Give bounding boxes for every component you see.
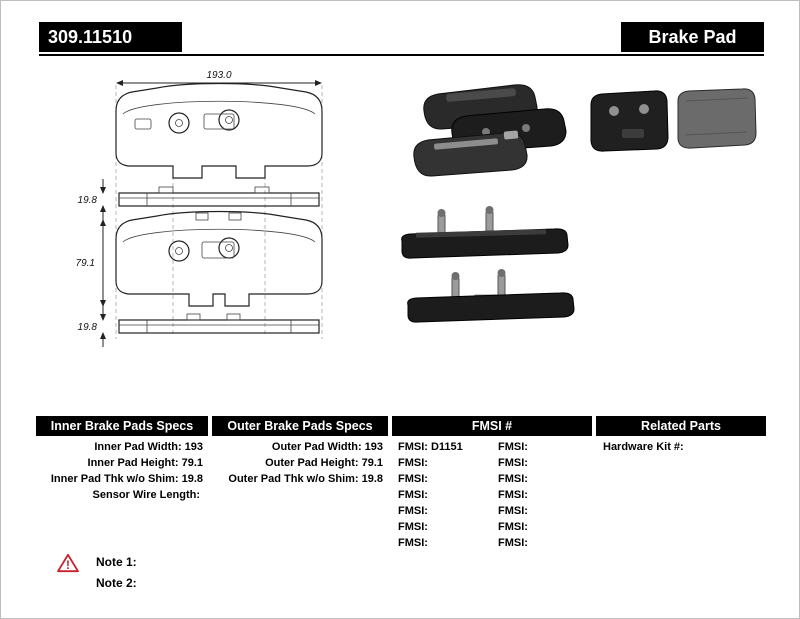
spec-label: FMSI: (498, 489, 528, 501)
fmsi-row: FMSI: (398, 535, 498, 551)
dimension-height-label: 79.1 (76, 258, 95, 269)
note-2: Note 2: (96, 576, 137, 590)
fmsi-row: FMSI: (498, 487, 594, 503)
spec-row-inner-width: Inner Pad Width:193 (36, 439, 203, 455)
warning-glyph: ! (66, 558, 70, 572)
notes-section: ! Note 1: Note 2: (57, 552, 137, 594)
fmsi-row: FMSI:D1151 (398, 439, 498, 455)
dimension-thickness-top: 19.8 (78, 179, 106, 220)
fmsi-row: FMSI: (398, 471, 498, 487)
technical-drawing: 193.0 19.8 79.1 (76, 70, 323, 347)
warning-icon: ! (57, 553, 79, 573)
inner-specs-header: Inner Brake Pads Specs (36, 416, 208, 436)
spec-row-outer-thickness: Outer Pad Thk w/o Shim:19.8 (212, 471, 383, 487)
drawing-front-view-1 (115, 82, 323, 179)
spec-label: Outer Pad Thk w/o Shim: (228, 473, 359, 485)
part-number-badge: 309.11510 (39, 22, 182, 52)
outer-specs-header: Outer Brake Pads Specs (212, 416, 388, 436)
spec-label: Outer Pad Height: (265, 457, 359, 469)
spec-label: Sensor Wire Length: (92, 489, 200, 501)
spec-row-outer-width: Outer Pad Width:193 (212, 439, 383, 455)
fmsi-row: FMSI: (498, 535, 594, 551)
fmsi-row: FMSI: (498, 439, 594, 455)
product-photo-pads-edge-with-pins (401, 206, 575, 323)
spec-label: Outer Pad Width: (271, 441, 362, 453)
spec-label: FMSI: (498, 505, 528, 517)
fmsi-row: FMSI: (398, 455, 498, 471)
dimension-width: 193.0 (116, 70, 322, 86)
note-1: Note 1: (96, 555, 137, 569)
fmsi-table: FMSI # FMSI:D1151 FMSI: FMSI: FMSI: FMSI… (392, 416, 592, 551)
spec-label: FMSI: (498, 441, 528, 453)
spec-label: FMSI: (398, 489, 428, 501)
drawing-front-view-2 (115, 210, 323, 307)
product-photos (401, 84, 757, 323)
spec-label: Inner Pad Width: (94, 441, 182, 453)
spec-value: 19.8 (181, 473, 203, 485)
spec-label: Inner Pad Thk w/o Shim: (50, 473, 179, 485)
fmsi-row: FMSI: (498, 503, 594, 519)
fmsi-row: FMSI: (498, 519, 594, 535)
spec-value: 19.8 (361, 473, 383, 485)
spec-row-inner-height: Inner Pad Height:79.1 (36, 455, 203, 471)
fmsi-row: FMSI: (398, 503, 498, 519)
spec-value: D1151 (430, 441, 463, 453)
product-photo-pad-set-angled (413, 84, 567, 177)
spec-label: FMSI: (498, 521, 528, 533)
spec-row-outer-height: Outer Pad Height:79.1 (212, 455, 383, 471)
spec-row-inner-thickness: Inner Pad Thk w/o Shim:19.8 (36, 471, 203, 487)
dimension-thickness-bottom-label: 19.8 (78, 322, 98, 333)
outer-specs-table: Outer Brake Pads Specs Outer Pad Width:1… (212, 416, 388, 487)
spec-label: FMSI: (398, 521, 428, 533)
drawing-edge-view-1 (118, 186, 320, 207)
related-parts-header: Related Parts (596, 416, 766, 436)
spec-value: 193 (184, 441, 203, 453)
spec-label: FMSI: (398, 505, 428, 517)
product-type: Brake Pad (648, 27, 737, 47)
related-parts-table: Related Parts Hardware Kit #: (596, 416, 766, 455)
spec-label: FMSI: (398, 537, 428, 549)
inner-specs-table: Inner Brake Pads Specs Inner Pad Width:1… (36, 416, 208, 503)
fmsi-row: FMSI: (498, 471, 594, 487)
product-photo-pad-pair-flat (590, 88, 757, 152)
fmsi-row: FMSI: (498, 455, 594, 471)
warning-triangle (57, 553, 79, 573)
spec-row-hardware-kit: Hardware Kit #: (603, 439, 766, 455)
drawing-edge-view-2 (118, 313, 320, 334)
spec-value: 79.1 (181, 457, 203, 469)
dimension-height: 79.1 (76, 219, 106, 307)
spec-label: FMSI: (398, 457, 428, 469)
spec-value: 193 (364, 441, 383, 453)
product-type-badge: Brake Pad (621, 22, 764, 52)
spec-row-sensor-wire: Sensor Wire Length: (36, 487, 203, 503)
spec-label: FMSI: (398, 441, 428, 453)
fmsi-row: FMSI: (398, 487, 498, 503)
dimension-width-label: 193.0 (206, 70, 231, 81)
spec-label: FMSI: (498, 537, 528, 549)
spec-label: FMSI: (398, 473, 428, 485)
header-divider (39, 54, 764, 56)
fmsi-header: FMSI # (392, 416, 592, 436)
part-number: 309.11510 (48, 27, 133, 47)
spec-label: Hardware Kit #: (603, 441, 684, 453)
dimension-thickness-bottom: 19.8 (78, 306, 106, 347)
fmsi-row: FMSI: (398, 519, 498, 535)
dimension-thickness-top-label: 19.8 (78, 195, 98, 206)
spec-label: FMSI: (498, 457, 528, 469)
spec-label: Inner Pad Height: (87, 457, 179, 469)
spec-value: 79.1 (361, 457, 383, 469)
spec-label: FMSI: (498, 473, 528, 485)
